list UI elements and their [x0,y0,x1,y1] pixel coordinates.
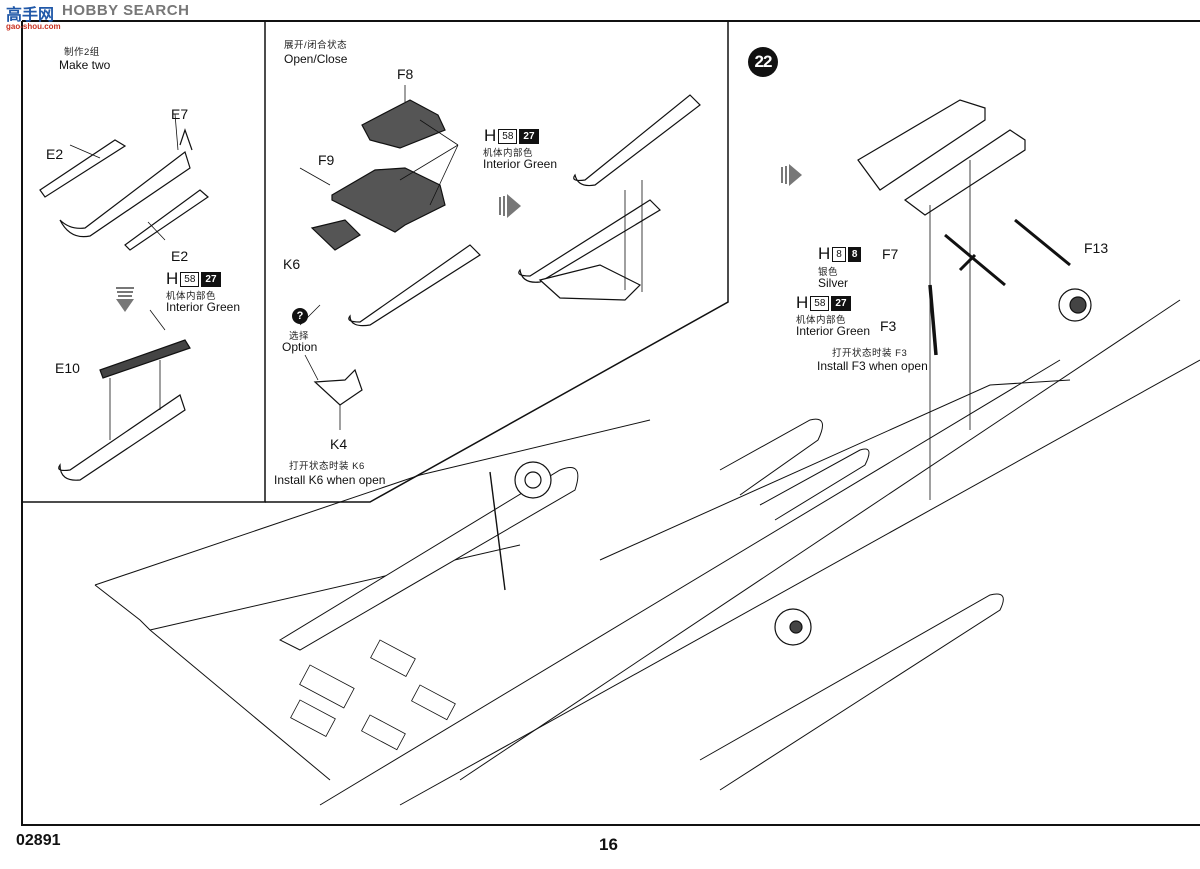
paint-code-b: 27 [519,128,539,144]
paint-brand: H [484,126,497,145]
paint-name-cn: 机体内部色 [483,148,534,159]
part-label-e2: E2 [171,248,189,264]
paint-code-interior-green: H 58 27 [796,293,851,312]
part-label-e7: E7 [171,106,189,122]
watermark-url: gao-shou.com [6,22,61,31]
paint-code-b: 27 [831,295,851,311]
part-label-f8: F8 [397,66,414,82]
panel-title-cn: 展开/闭合状态 [284,40,348,51]
landing-gear-left [489,461,552,591]
arrow-right-icon [499,194,521,218]
paint-code-a: 58 [180,271,200,287]
landing-gear-right [774,608,812,646]
part-label-f3: F3 [880,318,897,334]
paint-name-cn: 银色 [818,267,839,278]
missile-panel2-lower [348,244,481,327]
note-en: Install F3 when open [817,359,928,373]
part-f3 [928,284,938,356]
panel-title-en: Make two [59,58,111,72]
part-k6 [310,219,361,251]
option-label-cn: 选择 [289,331,310,342]
arrow-down-icon [116,287,134,312]
step-number-badge: 22 [748,47,778,77]
paint-name-en: Interior Green [796,324,871,338]
page-number: 16 [599,835,618,854]
part-label-k6: K6 [283,256,301,272]
page-border [21,21,1200,826]
paint-code-b: 27 [201,271,221,287]
paint-code-b: 8 [847,246,862,262]
arrow-right-icon [781,164,802,186]
paint-code-interior-green: H 58 27 [166,269,221,288]
watermark-brand-cn: 高手网 [6,7,55,24]
part-label-f7: F7 [882,246,899,262]
aircraft-body [94,299,1200,806]
missile-exploded-top [39,113,209,251]
paint-brand: H [166,269,179,288]
part-label-f13: F13 [1084,240,1109,256]
door-f8 [361,85,446,149]
watermark-brand-en: HOBBY SEARCH [62,2,190,19]
paint-name-en: Interior Green [166,300,241,314]
part-label-f9: F9 [318,152,335,168]
wheel-step22 [1058,288,1092,322]
paint-code-a: 58 [498,128,518,144]
note-cn: 打开状态时装 K6 [289,461,365,472]
wing-panels [290,639,456,751]
paint-code-interior-green: H 58 27 [484,126,539,145]
missile-with-rail [58,309,191,481]
panel-title-cn: 制作2组 [64,47,100,58]
paint-name-en: Silver [818,276,849,290]
paint-name-cn: 机体内部色 [166,291,217,302]
note-en: Install K6 when open [274,473,386,487]
paint-name-en: Interior Green [483,157,558,171]
option-label-en: Option [282,340,318,354]
part-f13 [1014,218,1071,267]
paint-code-a: 58 [810,295,830,311]
note-cn: 打开状态时装 F3 [832,348,908,359]
missile-panel2-right [518,94,701,301]
paint-brand: H [796,293,809,312]
part-label-e10: E10 [55,360,80,376]
paint-code-a: 8 [832,246,846,262]
part-label-e2: E2 [46,146,64,162]
paint-brand: H [818,244,831,263]
part-k4 [313,368,363,430]
product-code: 02891 [16,832,61,849]
part-f7 [944,233,1006,287]
launcher-assembly [857,99,1026,500]
part-label-k4: K4 [330,436,348,452]
panel-title-en: Open/Close [284,52,348,66]
door-f9 [299,167,446,233]
paint-name-cn: 机体内部色 [796,315,847,326]
panel-open-close-border [265,21,729,503]
paint-code-silver: H 8 8 [818,244,862,263]
option-question-icon: ? [292,308,308,324]
